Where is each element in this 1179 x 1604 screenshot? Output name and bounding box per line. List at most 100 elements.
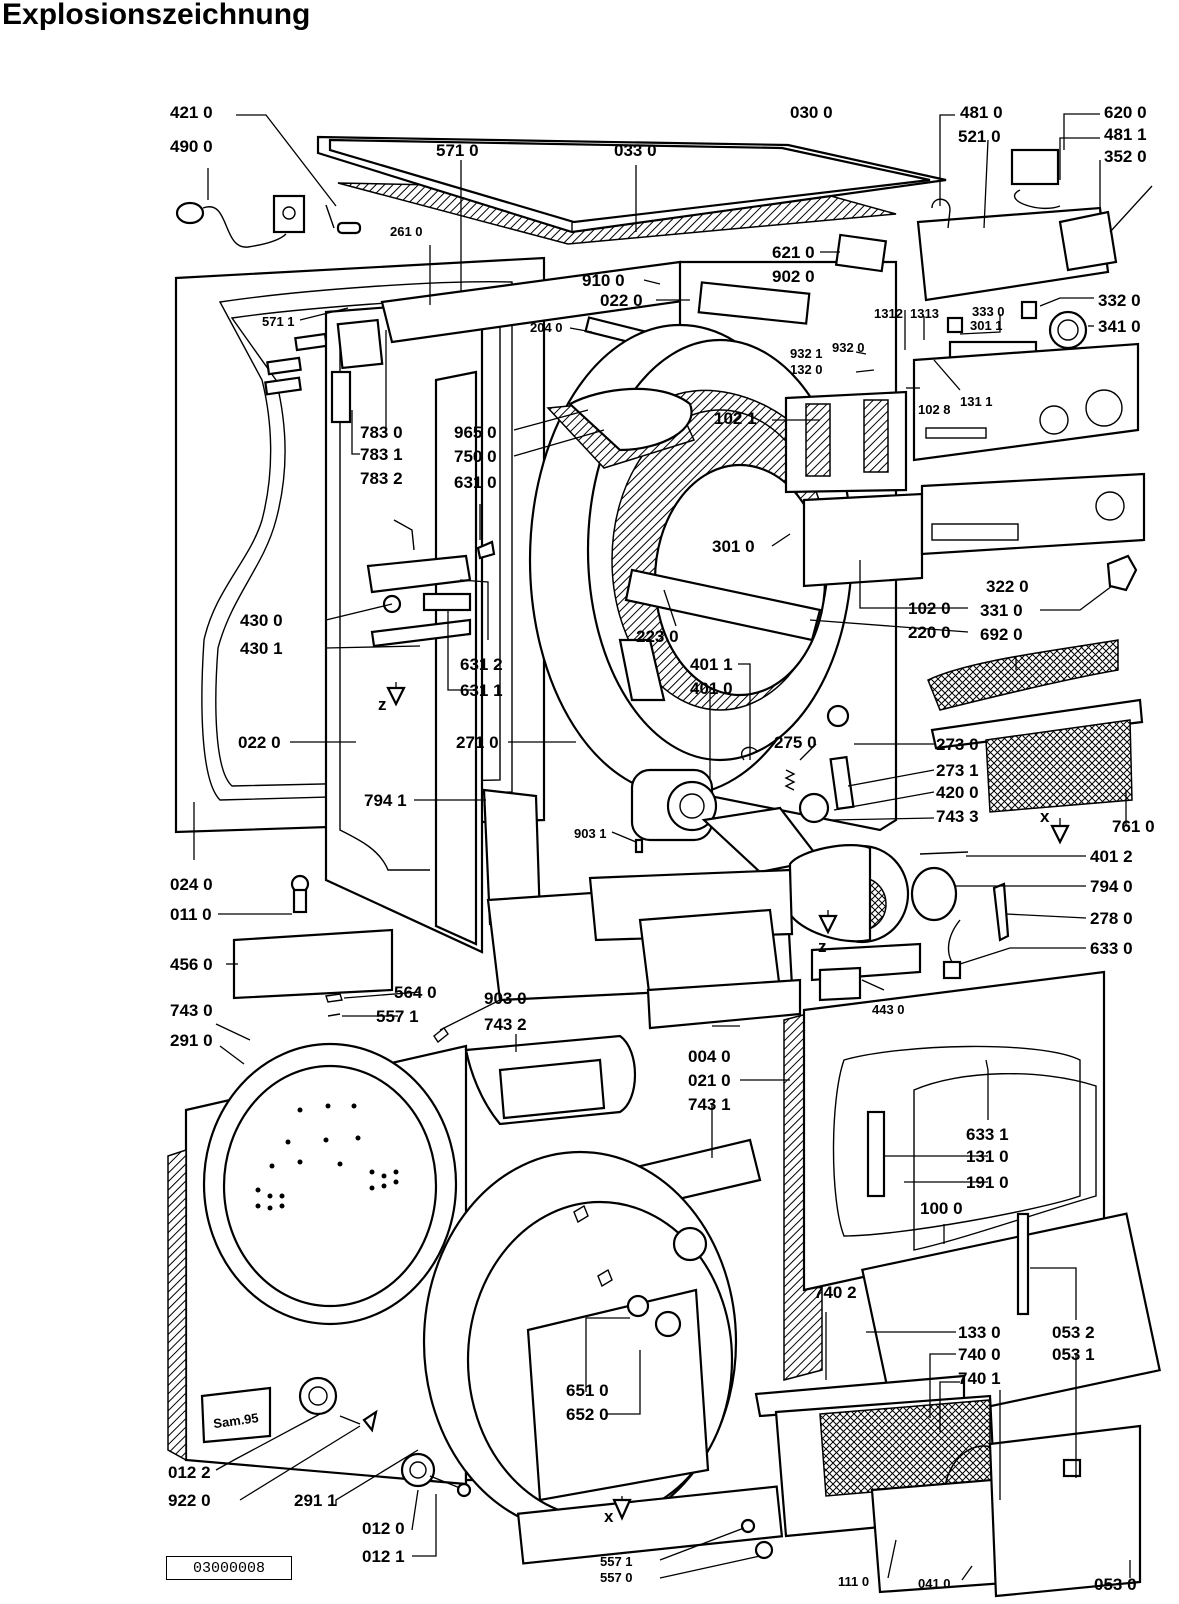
part-label-557-1-top: 557 1 (376, 1007, 419, 1026)
axis-marker-z1: z (378, 695, 387, 714)
part-label-430-1: 430 1 (240, 639, 283, 658)
part-label-910-0: 910 0 (582, 271, 625, 290)
part-label-012-2: 012 2 (168, 1463, 211, 1482)
part-label-631-1: 631 1 (460, 681, 503, 700)
part-label-633-1: 633 1 (966, 1125, 1009, 1144)
part-label-794-0: 794 0 (1090, 877, 1133, 896)
part-label-132-0: 132 0 (790, 362, 823, 377)
axis-markers: z z x x (378, 682, 1070, 1526)
part-label-652-0: 652 0 (566, 1405, 609, 1424)
misc-lower-parts (232, 874, 774, 1560)
part-label-021-0: 021 0 (688, 1071, 731, 1090)
part-label-273-0: 273 0 (936, 735, 979, 754)
part-label-903-1: 903 1 (574, 826, 607, 841)
part-label-331-0: 331 0 (980, 601, 1023, 620)
part-label-223-0: 223 0 (636, 627, 679, 646)
part-label-271-0: 271 0 (456, 733, 499, 752)
part-label-783-2: 783 2 (360, 469, 403, 488)
part-label-352-0: 352 0 (1104, 147, 1147, 166)
part-label-204-0: 204 0 (530, 320, 563, 335)
part-label-131-1: 131 1 (960, 394, 993, 409)
part-label-761-0: 761 0 (1112, 817, 1155, 836)
part-label-220-0: 220 0 (908, 623, 951, 642)
part-label-133-0: 133 0 (958, 1323, 1001, 1342)
part-label-030-0: 030 0 (790, 103, 833, 122)
part-label-022-0-side: 022 0 (238, 733, 281, 752)
part-label-291-1: 291 1 (294, 1491, 337, 1510)
part-label-333-0: 333 0 (972, 304, 1005, 319)
part-label-651-0: 651 0 (566, 1381, 609, 1400)
part-label-903-0: 903 0 (484, 989, 527, 1008)
part-label-521-0: 521 0 (958, 127, 1001, 146)
part-label-743-3: 743 3 (936, 807, 979, 826)
part-label-401-1: 401 1 (690, 655, 733, 674)
part-label-740-2: 740 2 (814, 1283, 857, 1302)
part-number-labels: 421 0 490 0 030 0 571 0 033 0 481 0 521 … (168, 103, 1155, 1594)
part-label-261-0: 261 0 (390, 224, 423, 239)
part-label-631-0: 631 0 (454, 473, 497, 492)
part-label-750-0: 750 0 (454, 447, 497, 466)
part-label-430-0: 430 0 (240, 611, 283, 630)
part-label-783-0: 783 0 (360, 423, 403, 442)
part-label-053-0: 053 0 (1094, 1575, 1137, 1594)
drawing-number-box: 03000008 (166, 1556, 292, 1580)
part-label-102-0: 102 0 (908, 599, 951, 618)
part-label-011-0: 011 0 (170, 905, 212, 924)
page-title: Explosionszeichnung (2, 0, 311, 31)
part-label-783-1: 783 1 (360, 445, 403, 464)
part-label-692-0: 692 0 (980, 625, 1023, 644)
part-label-275-0: 275 0 (774, 733, 817, 752)
axis-marker-z2: z (818, 937, 827, 956)
part-label-102-1: 102 1 (714, 409, 757, 428)
part-label-633-0: 633 0 (1090, 939, 1133, 958)
vent-holes (255, 1103, 399, 1211)
part-label-273-1: 273 1 (936, 761, 979, 780)
heater-control (330, 318, 496, 648)
part-label-421-0: 421 0 (170, 103, 213, 122)
part-label-922-0: 922 0 (168, 1491, 211, 1510)
part-label-401-0: 401 0 (690, 679, 733, 698)
part-label-033-0: 033 0 (614, 141, 657, 160)
part-label-012-0: 012 0 (362, 1519, 405, 1538)
axis-marker-x1: x (1040, 807, 1050, 826)
part-label-564-0: 564 0 (394, 983, 437, 1002)
part-label-557-1: 557 1 (600, 1554, 633, 1569)
part-label-740-1: 740 1 (958, 1369, 1001, 1388)
part-label-490-0: 490 0 (170, 137, 213, 156)
part-label-631-2: 631 2 (460, 655, 503, 674)
door-frame (783, 970, 1161, 1428)
part-label-932-1: 932 1 (790, 346, 823, 361)
part-label-278-0: 278 0 (1090, 909, 1133, 928)
part-label-301-1-top: 301 1 (970, 318, 1003, 333)
part-label-481-0: 481 0 (960, 103, 1003, 122)
part-label-743-2: 743 2 (484, 1015, 527, 1034)
part-label-322-0: 322 0 (986, 577, 1029, 596)
part-label-794-1: 794 1 (364, 791, 407, 810)
part-label-620-0: 620 0 (1104, 103, 1147, 122)
part-label-332-0: 332 0 (1098, 291, 1141, 310)
part-label-420-0: 420 0 (936, 783, 979, 802)
part-label-557-0: 557 0 (600, 1570, 633, 1585)
part-label-743-0: 743 0 (170, 1001, 213, 1020)
part-label-131-0: 131 0 (966, 1147, 1009, 1166)
part-label-965-0: 965 0 (454, 423, 497, 442)
condenser-base (482, 788, 922, 1030)
part-label-111-0: 111 0 (838, 1574, 869, 1589)
part-label-571-1: 571 1 (262, 314, 295, 329)
part-label-022-0-top: 022 0 (600, 291, 643, 310)
part-label-012-1: 012 1 (362, 1547, 405, 1566)
part-label-902-0: 902 0 (772, 267, 815, 286)
axis-marker-x2: x (604, 1507, 614, 1526)
part-label-100-0: 100 0 (920, 1199, 963, 1218)
part-label-571-0: 571 0 (436, 141, 479, 160)
part-label-191-0: 191 0 (966, 1173, 1009, 1192)
part-label-053-2: 053 2 (1052, 1323, 1095, 1342)
part-label-621-0: 621 0 (772, 243, 815, 262)
part-label-1312: 1312 (874, 306, 903, 321)
lint-filter (927, 639, 1144, 813)
bearing-shield (422, 1138, 784, 1565)
part-label-401-2: 401 2 (1090, 847, 1133, 866)
top-cover (316, 135, 947, 245)
